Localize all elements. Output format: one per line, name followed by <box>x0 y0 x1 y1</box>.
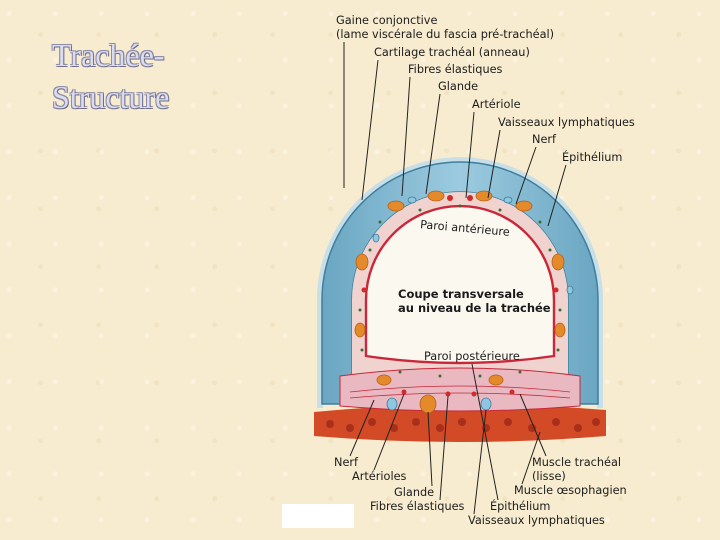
label-connective-sheath: Gaine conjonctive <box>336 14 437 27</box>
esophageal-muscle <box>314 404 606 442</box>
slide-title: Trachée- Structure <box>52 34 169 118</box>
label-arterioles: Artérioles <box>352 470 407 483</box>
label-pretracheal-fascia: (lame viscérale du fascia pré-trachéal) <box>336 28 554 41</box>
connective-sheath <box>317 157 603 408</box>
slide-title-line1: Trachée- <box>52 37 165 73</box>
label-epithelium-bottom: Épithélium <box>490 500 550 513</box>
label-gland-bottom: Glande <box>394 486 434 499</box>
submucosal-cells <box>358 204 562 378</box>
label-nerve-bottom: Nerf <box>334 456 359 469</box>
arterioles <box>361 195 559 397</box>
label-arteriole: Artériole <box>472 98 521 111</box>
bottom-leader-lines <box>349 363 547 515</box>
label-lymphatic-vessels-bottom: Vaisseaux lymphatiques <box>468 514 605 527</box>
lumen <box>364 204 556 365</box>
muscle-texture <box>326 418 600 432</box>
label-elastic-fibres: Fibres élastiques <box>408 63 503 76</box>
bottom-labels: Nerf Artérioles Glande Fibres élastiques… <box>334 456 627 527</box>
label-cartilage: Cartilage trachéal (anneau) <box>374 46 530 59</box>
section-label-line1: Coupe transversale <box>398 287 524 301</box>
label-esophageal-muscle: Muscle œsophagien <box>514 484 627 497</box>
section-label-line2: au niveau de la trachée <box>398 301 551 315</box>
glands <box>354 190 566 414</box>
top-leader-lines <box>343 42 567 227</box>
label-gland: Glande <box>438 80 478 93</box>
top-labels: Gaine conjonctive (lame viscérale du fas… <box>336 14 635 164</box>
label-elastic-fibres-bottom: Fibres élastiques <box>370 500 465 513</box>
label-nerve: Nerf <box>532 133 557 146</box>
label-lymphatic-vessels: Vaisseaux lymphatiques <box>498 116 635 129</box>
label-epithelium: Épithélium <box>562 151 622 164</box>
label-trachealis-muscle: Muscle trachéal <box>532 456 621 469</box>
label-smooth: (lisse) <box>532 470 566 483</box>
posterior-membranous-wall <box>339 367 581 412</box>
blank-white-box <box>282 504 354 528</box>
slide-title-line2: Structure <box>52 79 170 116</box>
trachealis-muscle-fibres <box>349 385 571 399</box>
posterior-wall-label: Paroi postérieure <box>424 350 520 363</box>
